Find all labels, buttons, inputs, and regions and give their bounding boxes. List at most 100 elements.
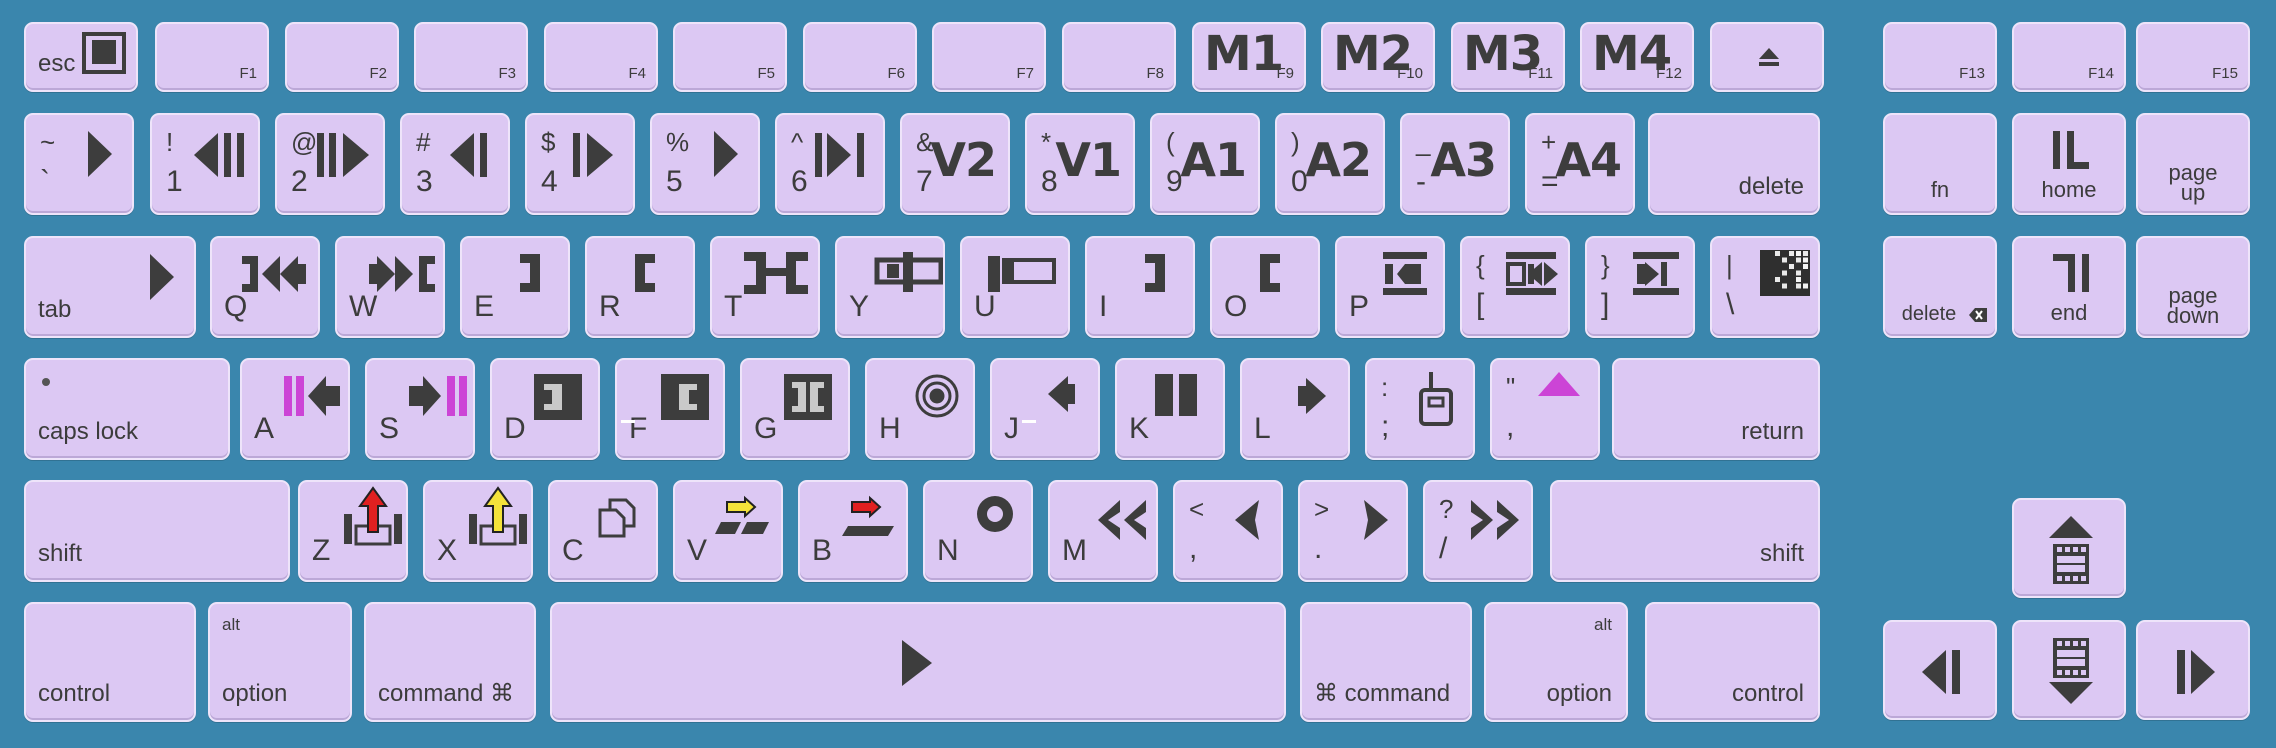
key-c[interactable]: C	[548, 480, 658, 582]
key-v[interactable]: V	[673, 480, 783, 582]
key-f8[interactable]: F8	[1062, 22, 1176, 92]
key-5[interactable]: %5	[650, 113, 760, 215]
key-4[interactable]: $4	[525, 113, 635, 215]
shift-symbol: &	[916, 129, 933, 155]
key-label: delete	[1739, 175, 1804, 199]
key-fn[interactable]: fn	[1883, 113, 1997, 215]
key-lbracket[interactable]: {[	[1460, 236, 1570, 338]
key-o[interactable]: O	[1210, 236, 1320, 338]
key-3[interactable]: #3	[400, 113, 510, 215]
key-esc[interactable]: esc	[24, 22, 138, 92]
key-lcontrol[interactable]: control	[24, 602, 196, 722]
mark-out-icon	[1139, 250, 1179, 296]
key-f1[interactable]: F1	[155, 22, 269, 92]
key-y[interactable]: Y	[835, 236, 945, 338]
key-b[interactable]: B	[798, 480, 908, 582]
key-delete[interactable]: delete	[1648, 113, 1820, 215]
key-fwddelete[interactable]: delete	[1883, 236, 1997, 338]
key-right[interactable]	[2136, 620, 2250, 720]
key-quote[interactable]: ",	[1490, 358, 1600, 460]
key-space[interactable]	[550, 602, 1286, 722]
key-1[interactable]: !1	[150, 113, 260, 215]
key-f7[interactable]: F7	[932, 22, 1046, 92]
key-e[interactable]: E	[460, 236, 570, 338]
key-lcommand[interactable]: command ⌘	[364, 602, 536, 722]
key-f15[interactable]: F15	[2136, 22, 2250, 92]
key-period[interactable]: >.	[1298, 480, 1408, 582]
key-pageup[interactable]: page up	[2136, 113, 2250, 215]
key-f3[interactable]: F3	[414, 22, 528, 92]
key-w[interactable]: W	[335, 236, 445, 338]
key-eject[interactable]	[1710, 22, 1824, 92]
key-backslash[interactable]: |\	[1710, 236, 1820, 338]
key-p[interactable]: P	[1335, 236, 1445, 338]
key-capslock[interactable]: caps lock	[24, 358, 230, 460]
key-f10[interactable]: F10M2	[1321, 22, 1435, 92]
mark-in-icon	[625, 250, 665, 296]
select-clip-icon	[984, 250, 1058, 294]
key-r[interactable]: R	[585, 236, 695, 338]
key-m[interactable]: M	[1048, 480, 1158, 582]
key-n[interactable]: N	[923, 480, 1033, 582]
key-a[interactable]: A	[240, 358, 350, 460]
key-q[interactable]: Q	[210, 236, 320, 338]
key-t[interactable]: T	[710, 236, 820, 338]
key-minus[interactable]: A3_-	[1400, 113, 1510, 215]
key-tab[interactable]: tab	[24, 236, 196, 338]
key-2[interactable]: @2	[275, 113, 385, 215]
key-8[interactable]: V1*8	[1025, 113, 1135, 215]
key-loption[interactable]: altoption	[208, 602, 352, 722]
key-j[interactable]: J	[990, 358, 1100, 460]
key-label: shift	[1760, 542, 1804, 566]
key-end[interactable]: end	[2012, 236, 2126, 338]
key-comma[interactable]: <,	[1173, 480, 1283, 582]
key-left[interactable]	[1883, 620, 1997, 720]
key-f2[interactable]: F2	[285, 22, 399, 92]
key-f11[interactable]: F11M3	[1451, 22, 1565, 92]
key-down[interactable]	[2012, 620, 2126, 720]
key-s[interactable]: S	[365, 358, 475, 460]
key-u[interactable]: U	[960, 236, 1070, 338]
overwrite-icon	[836, 498, 898, 544]
key-rbracket[interactable]: }]	[1585, 236, 1695, 338]
key-slash[interactable]: ?/	[1423, 480, 1533, 582]
key-7[interactable]: V2&7	[900, 113, 1010, 215]
shift-symbol: :	[1381, 374, 1388, 400]
key-pagedown[interactable]: page down	[2136, 236, 2250, 338]
key-f13[interactable]: F13	[1883, 22, 1997, 92]
key-z[interactable]: Z	[298, 480, 408, 582]
key-9[interactable]: A1(9	[1150, 113, 1260, 215]
key-up[interactable]	[2012, 498, 2126, 598]
key-rcontrol[interactable]: control	[1645, 602, 1820, 722]
key-roption[interactable]: altoption	[1484, 602, 1628, 722]
key-x[interactable]: X	[423, 480, 533, 582]
key-i[interactable]: I	[1085, 236, 1195, 338]
key-f14[interactable]: F14	[2012, 22, 2126, 92]
key-f6[interactable]: F6	[803, 22, 917, 92]
key-grave[interactable]: ~`	[24, 113, 134, 215]
eject-icon	[1757, 46, 1781, 70]
key-f5[interactable]: F5	[673, 22, 787, 92]
key-h[interactable]: H	[865, 358, 975, 460]
key-return[interactable]: return	[1612, 358, 1820, 460]
key-f4[interactable]: F4	[544, 22, 658, 92]
lift-right-icon	[407, 372, 471, 420]
key-6[interactable]: ^6	[775, 113, 885, 215]
key-k[interactable]: K	[1115, 358, 1225, 460]
key-l[interactable]: L	[1240, 358, 1350, 460]
macro-label: M1	[1204, 30, 1283, 78]
key-rshift[interactable]: shift	[1550, 480, 1820, 582]
key-home[interactable]: home	[2012, 113, 2126, 215]
key-lshift[interactable]: shift	[24, 480, 290, 582]
key-equal[interactable]: A4+=	[1525, 113, 1635, 215]
mark-out-icon	[514, 250, 554, 296]
key-f9[interactable]: F9M1	[1192, 22, 1306, 92]
key-f[interactable]: F	[615, 358, 725, 460]
key-g[interactable]: G	[740, 358, 850, 460]
key-0[interactable]: A2)0	[1275, 113, 1385, 215]
key-rcommand[interactable]: ⌘ command	[1300, 602, 1472, 722]
key-f12[interactable]: F12M4	[1580, 22, 1694, 92]
key-semicolon[interactable]: :;	[1365, 358, 1475, 460]
shift-symbol: #	[416, 129, 430, 155]
key-d[interactable]: D	[490, 358, 600, 460]
